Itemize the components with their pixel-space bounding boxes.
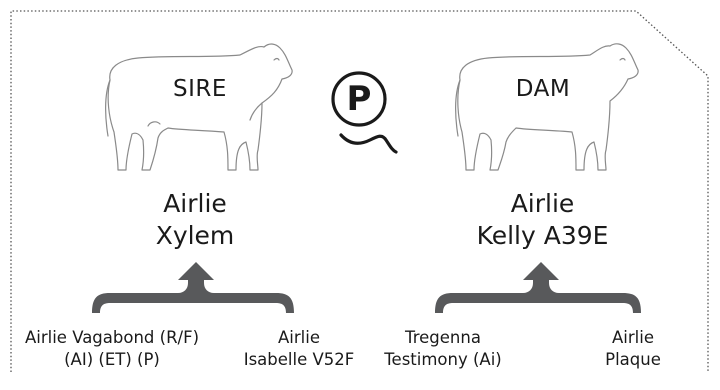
sire-name: Airlie Xylem bbox=[110, 188, 280, 252]
polled-letter: P bbox=[346, 79, 372, 119]
sire-cow-icon bbox=[105, 43, 293, 171]
dam-dam-line1: Airlie bbox=[612, 328, 654, 347]
sire-role-label: SIRE bbox=[173, 76, 227, 102]
sire-bracket-arrow bbox=[92, 262, 294, 313]
dotted-frame bbox=[10, 10, 709, 372]
dam-name-line1: Airlie bbox=[510, 189, 575, 218]
sire-sire-line2: (AI) (ET) (P) bbox=[64, 350, 160, 369]
dam-name-line2: Kelly A39E bbox=[476, 221, 609, 250]
dam-dam-name: Airlie Plaque bbox=[588, 327, 678, 371]
sire-sire-name: Airlie Vagabond (R/F) (AI) (ET) (P) bbox=[14, 327, 210, 371]
sire-dam-line2: Isabelle V52F bbox=[243, 350, 355, 369]
dam-sire-line2: Testimony (Ai) bbox=[384, 350, 502, 369]
dam-cow-icon bbox=[455, 43, 639, 171]
dam-sire-name: Tregenna Testimony (Ai) bbox=[378, 327, 508, 371]
dam-bracket-arrow bbox=[435, 262, 641, 313]
polled-p-icon bbox=[331, 71, 398, 154]
dam-name: Airlie Kelly A39E bbox=[455, 188, 630, 252]
dam-role-label: DAM bbox=[515, 76, 571, 102]
sire-dam-line1: Airlie bbox=[278, 328, 320, 347]
sire-name-line1: Airlie bbox=[163, 189, 227, 218]
sire-name-line2: Xylem bbox=[155, 221, 235, 250]
sire-dam-name: Airlie Isabelle V52F bbox=[236, 327, 362, 371]
sire-sire-line1: Airlie Vagabond (R/F) bbox=[24, 328, 200, 347]
dam-dam-line2: Plaque bbox=[605, 350, 661, 369]
dam-sire-line1: Tregenna bbox=[405, 328, 481, 347]
